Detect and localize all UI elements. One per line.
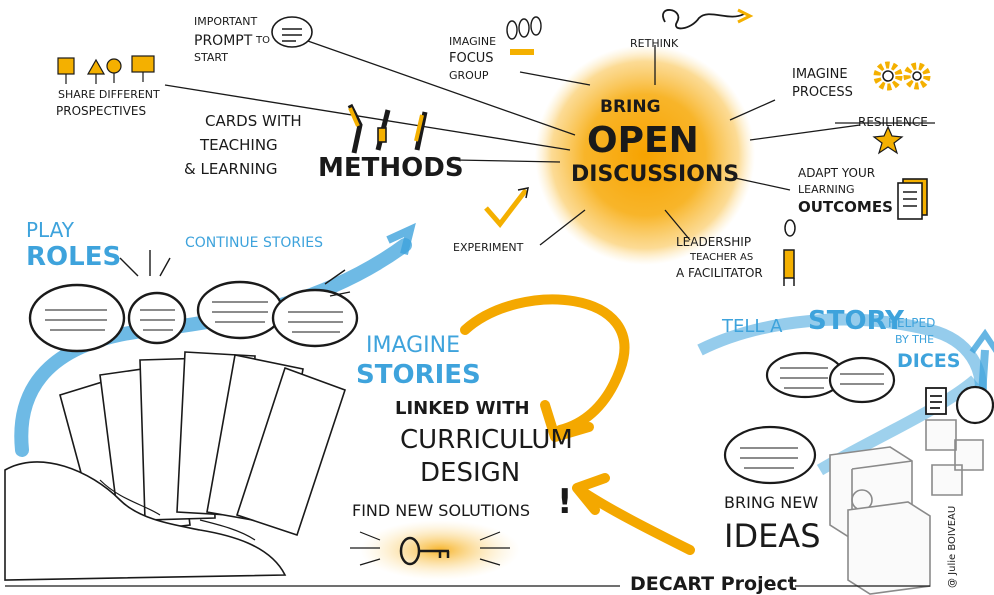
facilitator-icon (783, 219, 796, 286)
curriculum-label: CURRICULUM (400, 425, 573, 455)
rethink-label: RETHINK (630, 37, 679, 50)
left-bubble-lines (45, 301, 343, 333)
share-line1: SHARE DIFFERENT (58, 88, 160, 101)
key-icon (399, 536, 450, 566)
exclamation-mark: ! (557, 482, 573, 522)
experiment-label: EXPERIMENT (453, 241, 524, 254)
design-label: DESIGN (420, 458, 521, 488)
imagine-focus-line2: FOCUS (449, 51, 494, 66)
artist-signature: @ Julie BOIVEAU (947, 505, 958, 588)
prompt-bubble-icon (271, 16, 313, 48)
find-new-solutions-label: FIND NEW SOLUTIONS (352, 501, 531, 520)
right-bubbles (723, 351, 994, 485)
bring-new-label: BRING NEW (724, 493, 819, 512)
imagine-process-line2: PROCESS (792, 85, 853, 100)
imagine-focus-line1: IMAGINE (449, 35, 497, 48)
leadership-line2: TEACHER AS (690, 252, 754, 263)
stories-label: STORIES (356, 360, 481, 390)
leadership-line1: LEADERSHIP (676, 235, 752, 249)
right-blue-swoosh (697, 313, 987, 401)
rethink-arrow-icon (662, 9, 745, 30)
imagine-focus-line3: GROUP (449, 69, 489, 82)
tell-a-label: TELL A (722, 316, 783, 337)
play-label: PLAY (26, 218, 75, 242)
card-fan (59, 351, 347, 544)
hand-outline (4, 461, 287, 581)
linked-with-label: LINKED WITH (395, 398, 530, 419)
imagine-process-line1: IMAGINE (792, 67, 848, 82)
left-bubbles (28, 280, 359, 353)
gears-icon (873, 61, 931, 91)
spoke-lines (164, 39, 935, 246)
orange-curve-arrow (460, 294, 630, 435)
document-icon (897, 178, 928, 220)
by-the-label: BY THE (895, 333, 935, 346)
sun-blob (535, 45, 755, 265)
important-prompt-line2: PROMPT (194, 33, 253, 49)
resilience-label: RESILIENCE (858, 115, 928, 129)
adapt-line2: LEARNING (798, 183, 855, 196)
important-prompt-to: TO (256, 35, 270, 46)
resilience-star-icon (872, 125, 904, 155)
center-discussions: DISCUSSIONS (571, 162, 740, 187)
continue-stories-label: CONTINUE STORIES (185, 235, 324, 251)
imagine-label: IMAGINE (366, 333, 461, 358)
orange-left-arrow (575, 485, 695, 555)
leadership-line3: A FACILITATOR (676, 266, 763, 280)
adapt-line3: OUTCOMES (798, 198, 893, 216)
tools-icon (347, 103, 428, 154)
story-label: STORY (808, 306, 904, 336)
important-prompt-line3: START (194, 51, 228, 64)
dices-label: DICES (897, 350, 961, 372)
center-bring: BRING (600, 97, 661, 117)
helped-label: HELPED (888, 316, 936, 330)
center-open: OPEN (587, 120, 699, 161)
people-icons (57, 55, 155, 84)
ideas-label: IDEAS (724, 517, 821, 555)
check-icon (484, 188, 528, 228)
key-rays (350, 531, 510, 566)
cards-line2: TEACHING (200, 136, 278, 154)
adapt-line1: ADAPT YOUR (798, 166, 876, 180)
project-title: DECART Project (630, 573, 797, 595)
dice-icons (829, 419, 984, 595)
cards-line1: CARDS WITH (205, 112, 302, 130)
cards-line4: METHODS (318, 153, 464, 183)
small-doc-icon (925, 387, 947, 415)
important-prompt-line1: IMPORTANT (194, 15, 258, 28)
roles-label: ROLES (26, 242, 122, 272)
share-line2: PROSPECTIVES (56, 104, 147, 118)
cards-line3: & LEARNING (184, 160, 278, 178)
right-bubble-lines (740, 367, 884, 469)
bubble-ticks (119, 250, 351, 297)
focus-group-icon (506, 16, 542, 55)
